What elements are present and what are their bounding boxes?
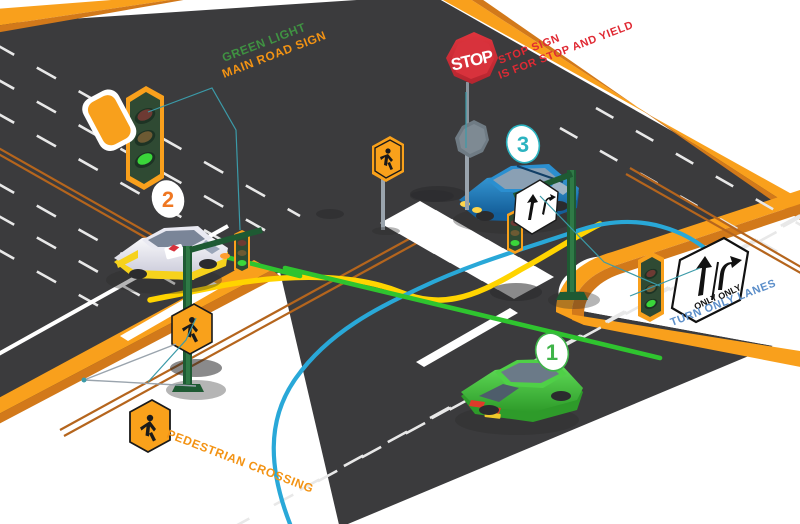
marker-2: 2 — [151, 180, 185, 218]
stop-bars — [120, 282, 518, 367]
trajectory-paths — [147, 219, 723, 524]
callout-pole-shadow-2 — [83, 379, 197, 387]
callout-green-light — [147, 87, 241, 231]
path-green — [282, 265, 663, 361]
turn-only-sign: ONLY ONLY — [670, 236, 750, 324]
callout-pedestrian — [147, 317, 197, 383]
lanes-se-3 — [236, 217, 800, 524]
lamp-yellow — [134, 129, 156, 147]
kerb-southwest — [0, 260, 280, 424]
kerb-southeast — [556, 189, 800, 367]
lanes-nw-1 — [0, 45, 301, 218]
marker-1-label: 1 — [546, 340, 558, 365]
callout-car3-sign — [539, 195, 661, 287]
center-lines-lower — [59, 221, 445, 437]
sign-poles — [372, 82, 469, 235]
path-cyan — [271, 219, 723, 524]
marker-1: 1 — [534, 332, 570, 372]
lane-arrow-sign-car3 — [513, 179, 559, 235]
callout-turn-only — [629, 267, 701, 297]
right-turn-arrow-glyph — [718, 256, 742, 290]
callout-lines — [83, 87, 701, 387]
pedestrian-glyph-3 — [140, 414, 156, 442]
marker-3-label: 3 — [517, 132, 529, 157]
stop-sign[interactable]: STOP — [446, 32, 498, 84]
crosswalk — [380, 201, 554, 299]
pedestrian-glyph — [380, 148, 393, 170]
vehicle-1[interactable] — [455, 359, 583, 435]
marker-3: 3 — [505, 124, 541, 164]
marker-2-label: 2 — [162, 187, 174, 212]
traffic-light-pole-left[interactable] — [234, 230, 250, 274]
lanes-ne-2 — [595, 106, 800, 227]
main-road-sign — [82, 89, 137, 151]
lanes-nw-4 — [0, 183, 176, 286]
lane-arrow-glyphs — [527, 194, 556, 220]
pedestrian-sign-callout — [129, 398, 171, 454]
lamp-green-active — [134, 151, 156, 169]
kerb-northwest — [0, 0, 184, 33]
ground-ne — [486, 0, 800, 179]
pedestrian-sign-upright[interactable] — [372, 136, 404, 182]
callout-pole-shadow — [83, 343, 177, 381]
callout-dots — [81, 377, 87, 383]
straight-arrow-glyph — [696, 256, 712, 296]
traffic-light-main[interactable] — [126, 86, 164, 190]
center-lines-ne — [625, 167, 800, 274]
ground-sw — [0, 272, 339, 524]
vehicle-markers: 2 3 1 — [151, 124, 570, 372]
